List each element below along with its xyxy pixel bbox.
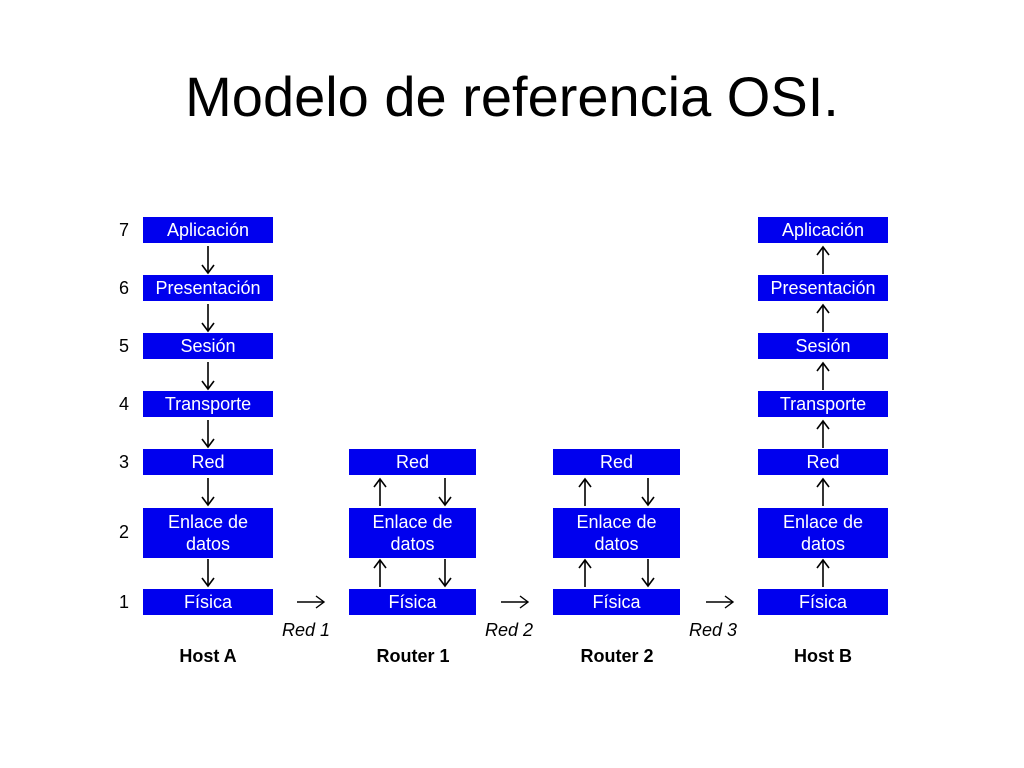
- router-2-fisica: Física: [553, 589, 680, 615]
- up-arrow-icon: [578, 558, 592, 587]
- down-arrow-icon: [201, 246, 215, 275]
- router-1-fisica: Física: [349, 589, 476, 615]
- router-2-enlace: Enlace de datos: [553, 508, 680, 558]
- down-arrow-icon: [201, 304, 215, 333]
- up-arrow-icon: [816, 477, 830, 506]
- down-arrow-icon: [201, 559, 215, 588]
- down-arrow-icon: [641, 559, 655, 588]
- host-b-fisica: Física: [758, 589, 888, 615]
- up-arrow-icon: [816, 558, 830, 587]
- layer-number-6: 6: [118, 278, 129, 298]
- layer-number-7: 7: [118, 220, 129, 240]
- host-b-presentacion: Presentación: [758, 275, 888, 301]
- layer-number-3: 3: [118, 452, 129, 472]
- host-b-transporte: Transporte: [758, 391, 888, 417]
- down-arrow-icon: [201, 478, 215, 507]
- right-arrow-icon: [501, 595, 530, 609]
- host-b-enlace: Enlace de datos: [758, 508, 888, 558]
- host-a-red: Red: [143, 449, 273, 475]
- up-arrow-icon: [816, 245, 830, 274]
- host-b-sesion: Sesión: [758, 333, 888, 359]
- up-arrow-icon: [373, 558, 387, 587]
- host-a-sesion: Sesión: [143, 333, 273, 359]
- network-label-red-1: Red 1: [282, 620, 331, 640]
- right-arrow-icon: [706, 595, 735, 609]
- layer-number-1: 1: [118, 592, 129, 612]
- up-arrow-icon: [578, 477, 592, 506]
- network-label-red-3: Red 3: [689, 620, 738, 640]
- up-arrow-icon: [373, 477, 387, 506]
- down-arrow-icon: [641, 478, 655, 507]
- up-arrow-icon: [816, 361, 830, 390]
- down-arrow-icon: [438, 559, 452, 588]
- router-1-enlace: Enlace de datos: [349, 508, 476, 558]
- layer-number-4: 4: [118, 394, 129, 414]
- device-label-router-1: Router 1: [376, 646, 450, 666]
- router-1-red: Red: [349, 449, 476, 475]
- up-arrow-icon: [816, 303, 830, 332]
- right-arrow-icon: [297, 595, 326, 609]
- slide-title: Modelo de referencia OSI.: [185, 65, 839, 128]
- host-a-presentacion: Presentación: [143, 275, 273, 301]
- device-label-host-a: Host A: [179, 646, 237, 666]
- host-a-enlace: Enlace de datos: [143, 508, 273, 558]
- host-b-red: Red: [758, 449, 888, 475]
- host-a-aplicacion: Aplicación: [143, 217, 273, 243]
- down-arrow-icon: [201, 362, 215, 391]
- host-a-fisica: Física: [143, 589, 273, 615]
- layer-number-2: 2: [118, 522, 129, 542]
- down-arrow-icon: [201, 420, 215, 449]
- up-arrow-icon: [816, 419, 830, 448]
- device-label-host-b: Host B: [794, 646, 852, 666]
- device-label-router-2: Router 2: [580, 646, 654, 666]
- router-2-red: Red: [553, 449, 680, 475]
- host-b-aplicacion: Aplicación: [758, 217, 888, 243]
- layer-number-5: 5: [118, 336, 129, 356]
- down-arrow-icon: [438, 478, 452, 507]
- network-label-red-2: Red 2: [485, 620, 534, 640]
- host-a-transporte: Transporte: [143, 391, 273, 417]
